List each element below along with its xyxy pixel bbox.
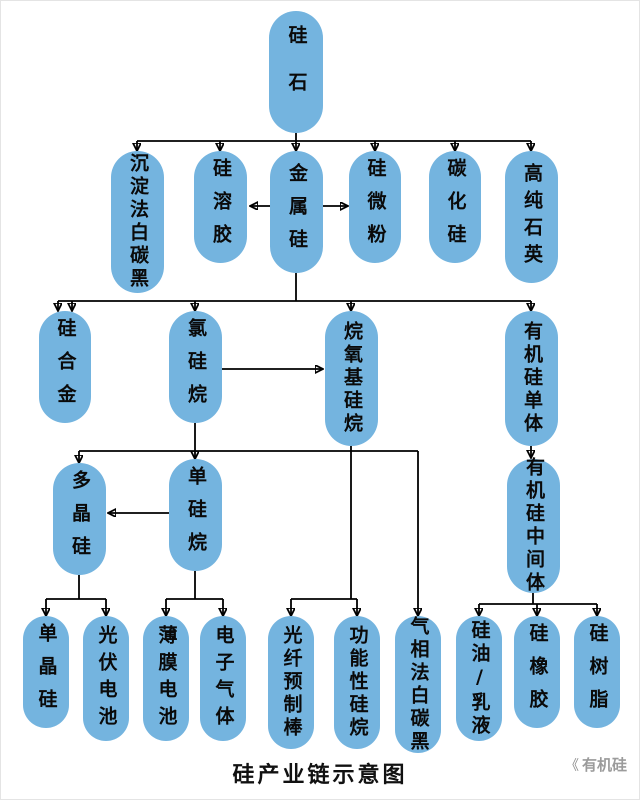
node-label: 有机硅中间体 bbox=[523, 457, 545, 595]
node-monosilane: 单硅烷 bbox=[169, 459, 222, 571]
node-monocrystalline-silicon: 单晶硅 bbox=[23, 616, 69, 728]
node-label: 沉淀法白碳黑 bbox=[127, 153, 149, 291]
node-photovoltaic-cell: 光伏电池 bbox=[83, 616, 129, 741]
node-label: 光伏电池 bbox=[95, 624, 118, 733]
node-alkoxysilane: 烷氧基硅烷 bbox=[325, 311, 378, 446]
node-label: 单晶硅 bbox=[35, 622, 58, 722]
node-silicone-rubber: 硅橡胶 bbox=[514, 616, 560, 728]
node-metal-silicon: 金属硅 bbox=[270, 151, 323, 273]
watermark: 《 有机硅 bbox=[565, 754, 627, 775]
node-optical-fiber-preform: 光纤预制棒 bbox=[268, 616, 314, 749]
node-label: 硅油/乳液 bbox=[468, 619, 491, 738]
node-label: 硅树脂 bbox=[586, 622, 609, 722]
node-precipitated-silica: 沉淀法白碳黑 bbox=[111, 151, 164, 293]
node-label: 硅微粉 bbox=[364, 157, 387, 257]
node-label: 金属硅 bbox=[286, 162, 308, 262]
node-label: 烷氧基硅烷 bbox=[341, 321, 363, 436]
node-label: 硅合金 bbox=[54, 317, 77, 417]
node-label: 硅石 bbox=[285, 25, 308, 119]
node-label: 单硅烷 bbox=[185, 465, 207, 565]
node-functional-silane: 功能性硅烷 bbox=[334, 616, 380, 749]
node-silica-sol: 硅溶胶 bbox=[194, 151, 247, 263]
node-label: 多晶硅 bbox=[69, 469, 91, 569]
node-silicon-alloy: 硅合金 bbox=[39, 311, 91, 423]
node-organosilicon-intermediate: 有机硅中间体 bbox=[507, 457, 560, 595]
node-label: 光纤预制棒 bbox=[280, 625, 303, 740]
node-electronic-gas: 电子气体 bbox=[200, 616, 246, 741]
node-label: 硅溶胶 bbox=[210, 157, 232, 257]
node-label: 有机硅单体 bbox=[521, 321, 543, 436]
node-silica-stone: 硅石 bbox=[269, 11, 323, 133]
node-thin-film-cell: 薄膜电池 bbox=[143, 616, 189, 741]
node-fumed-silica: 气相法白碳黑 bbox=[395, 615, 441, 754]
diagram-title: 硅产业链示意图 bbox=[232, 763, 408, 788]
brand-logo-icon: 《 bbox=[564, 757, 579, 774]
node-label: 碳化硅 bbox=[444, 157, 467, 257]
node-label: 气相法白碳黑 bbox=[407, 615, 430, 754]
node-silicon-carbide: 碳化硅 bbox=[429, 151, 481, 263]
node-label: 电子气体 bbox=[212, 624, 235, 733]
node-label: 功能性硅烷 bbox=[346, 625, 369, 740]
node-high-purity-quartz: 高纯石英 bbox=[505, 151, 558, 283]
node-polysilicon: 多晶硅 bbox=[53, 463, 106, 575]
node-silicone-oil-emulsion: 硅油/乳液 bbox=[456, 616, 502, 741]
node-label: 硅橡胶 bbox=[526, 622, 549, 722]
node-silicone-resin: 硅树脂 bbox=[574, 616, 620, 728]
node-chlorosilane: 氯硅烷 bbox=[169, 311, 222, 423]
watermark-text: 有机硅 bbox=[581, 756, 627, 774]
node-label: 高纯石英 bbox=[521, 163, 543, 271]
node-label: 薄膜电池 bbox=[155, 624, 178, 733]
node-label: 氯硅烷 bbox=[185, 317, 207, 417]
node-organosilicon-monomer: 有机硅单体 bbox=[505, 311, 558, 446]
node-silicon-micropowder: 硅微粉 bbox=[349, 151, 401, 263]
